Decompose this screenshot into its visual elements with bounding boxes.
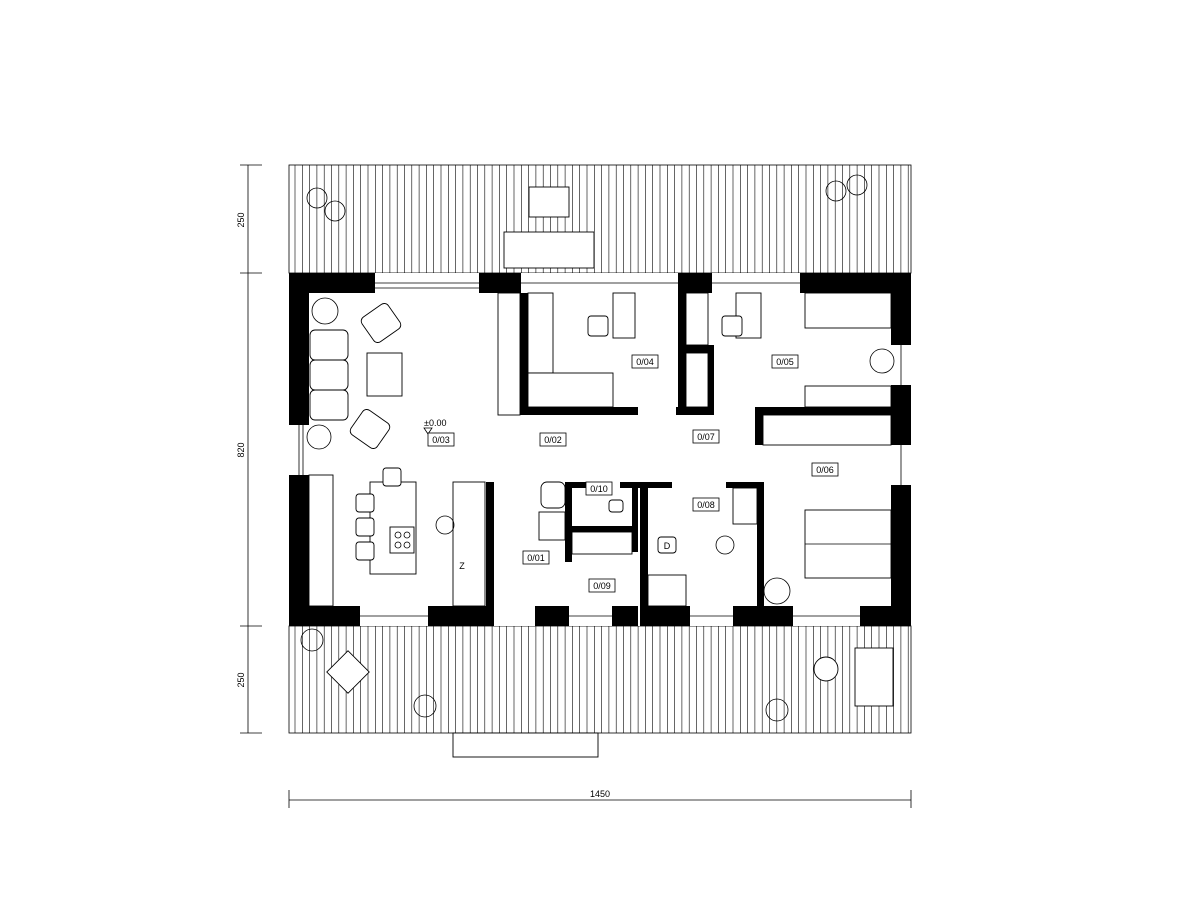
room-id: 0/04	[636, 357, 654, 367]
room-label-box	[631, 354, 659, 369]
room-label-box	[585, 481, 613, 496]
room-label: 0/05	[771, 354, 799, 369]
room-id: 0/08	[697, 500, 715, 510]
room-label-box	[539, 432, 567, 447]
level-marker-icon	[423, 427, 433, 435]
room-label-box	[811, 462, 839, 477]
room-label-box	[588, 578, 616, 593]
room-label-box	[522, 550, 550, 565]
room-label: 0/04	[631, 354, 659, 369]
room-id: 0/02	[544, 435, 562, 445]
room-id: 0/09	[593, 581, 611, 591]
room-label-box	[692, 429, 720, 444]
room-id: 0/06	[816, 465, 834, 475]
dim-total-width: 1450	[590, 789, 610, 799]
washer-label: D	[664, 541, 671, 551]
dimension-lines	[240, 164, 912, 808]
furniture	[308, 186, 894, 758]
room-id: 0/03	[432, 435, 450, 445]
room-label: 0/01	[522, 550, 550, 565]
level-mark: ±0.00	[424, 418, 446, 428]
dim-bottom-terrace: 250	[236, 672, 246, 687]
room-label-box	[427, 432, 455, 447]
room-id: 0/01	[527, 553, 545, 563]
room-label-box	[692, 497, 720, 512]
room-id: 0/05	[776, 357, 794, 367]
plants	[300, 174, 895, 722]
room-id: 0/10	[590, 484, 608, 494]
bottom-terrace	[288, 625, 912, 734]
room-label: 0/06	[811, 462, 839, 477]
terrace-decking	[294, 165, 909, 733]
room-label: 0/03	[427, 432, 455, 447]
dim-house-depth: 820	[236, 442, 246, 457]
room-label: 0/08	[692, 497, 720, 512]
room-label: 0/02	[539, 432, 567, 447]
windows	[298, 282, 902, 617]
top-terrace	[288, 164, 912, 274]
room-label-box	[771, 354, 799, 369]
room-label: 0/07	[692, 429, 720, 444]
fridge-label: Z	[459, 561, 465, 571]
walls	[289, 273, 911, 626]
room-id: 0/07	[697, 432, 715, 442]
dim-top-terrace: 250	[236, 212, 246, 227]
room-label: 0/10	[585, 481, 613, 496]
room-label: 0/09	[588, 578, 616, 593]
